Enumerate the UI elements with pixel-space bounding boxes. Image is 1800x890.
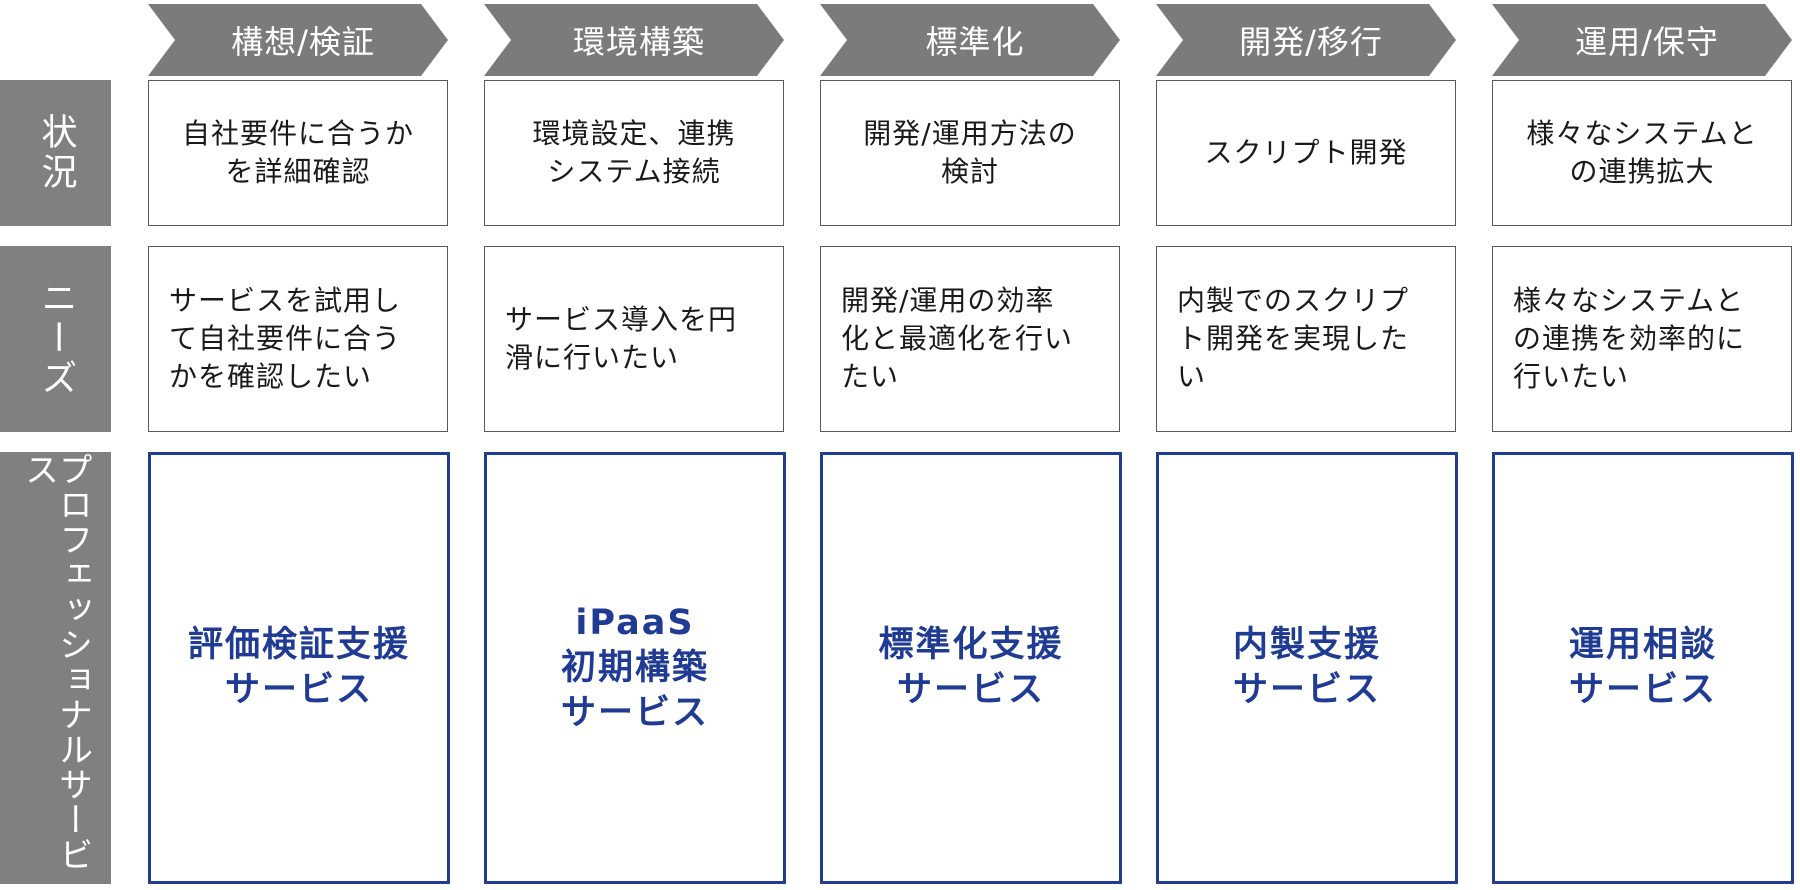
row-label-needs: ニーズ	[0, 246, 111, 432]
service-box-5: 運用相談 サービス	[1492, 452, 1794, 884]
row-label-status-text: 状況	[35, 113, 77, 193]
needs-text: サービスを試用し て自社要件に合う かを確認したい	[169, 284, 402, 393]
row-label-needs-text: ニーズ	[35, 279, 77, 399]
status-cell-5: 様々なシステムと の連携拡大	[1492, 80, 1792, 226]
status-cell-2: 環境設定、連携 システム接続	[484, 80, 784, 226]
service-text: 内製支援 サービス	[1232, 625, 1381, 710]
status-text: 様々なシステムと の連携拡大	[1526, 117, 1758, 188]
needs-text: サービス導入を円 滑に行いたい	[505, 303, 738, 374]
needs-cell-4: 内製でのスクリプ ト開発を実現した い	[1156, 246, 1456, 432]
service-text: 運用相談 サービス	[1568, 625, 1717, 710]
phase-header-5: 運用/保守	[1492, 4, 1792, 76]
phase-header-1: 構想/検証	[148, 4, 448, 76]
phase-header-3: 標準化	[820, 4, 1120, 76]
status-text: 自社要件に合うか を詳細確認	[181, 117, 414, 188]
phase-label: 構想/検証	[231, 23, 375, 61]
row-label-status: 状況	[0, 80, 111, 226]
status-text: 環境設定、連携 システム接続	[532, 117, 736, 188]
phase-label: 環境構築	[572, 23, 705, 61]
phase-header-2: 環境構築	[484, 4, 784, 76]
service-box-2: iPaaS 初期構築 サービス	[484, 452, 786, 884]
needs-text: 様々なシステムと の連携を効率的に 行いたい	[1513, 284, 1746, 393]
phase-header-4: 開発/移行	[1156, 4, 1456, 76]
phase-label: 開発/移行	[1239, 23, 1383, 61]
phase-label: 運用/保守	[1575, 23, 1719, 61]
service-box-1: 評価検証支援 サービス	[148, 452, 450, 884]
service-text: iPaaS 初期構築 サービス	[560, 602, 709, 733]
phase-label: 標準化	[925, 23, 1025, 61]
status-cell-1: 自社要件に合うか を詳細確認	[148, 80, 448, 226]
needs-text: 開発/運用の効率 化と最適化を行い たい	[841, 284, 1074, 393]
needs-cell-1: サービスを試用し て自社要件に合う かを確認したい	[148, 246, 448, 432]
status-text: 開発/運用方法の 検討	[863, 117, 1077, 188]
needs-cell-2: サービス導入を円 滑に行いたい	[484, 246, 784, 432]
service-text: 標準化支援 サービス	[878, 625, 1064, 710]
service-text: 評価検証支援 サービス	[187, 625, 410, 710]
row-label-services: プロフェッショナルサービス	[0, 452, 111, 884]
needs-cell-3: 開発/運用の効率 化と最適化を行い たい	[820, 246, 1120, 432]
status-cell-4: スクリプト開発	[1156, 80, 1456, 226]
status-text: スクリプト開発	[1204, 136, 1408, 169]
needs-cell-5: 様々なシステムと の連携を効率的に 行いたい	[1492, 246, 1792, 432]
row-label-services-text: プロフェッショナルサービス	[18, 452, 93, 872]
status-cell-3: 開発/運用方法の 検討	[820, 80, 1120, 226]
service-box-3: 標準化支援 サービス	[820, 452, 1122, 884]
service-box-4: 内製支援 サービス	[1156, 452, 1458, 884]
needs-text: 内製でのスクリプ ト開発を実現した い	[1177, 284, 1410, 393]
